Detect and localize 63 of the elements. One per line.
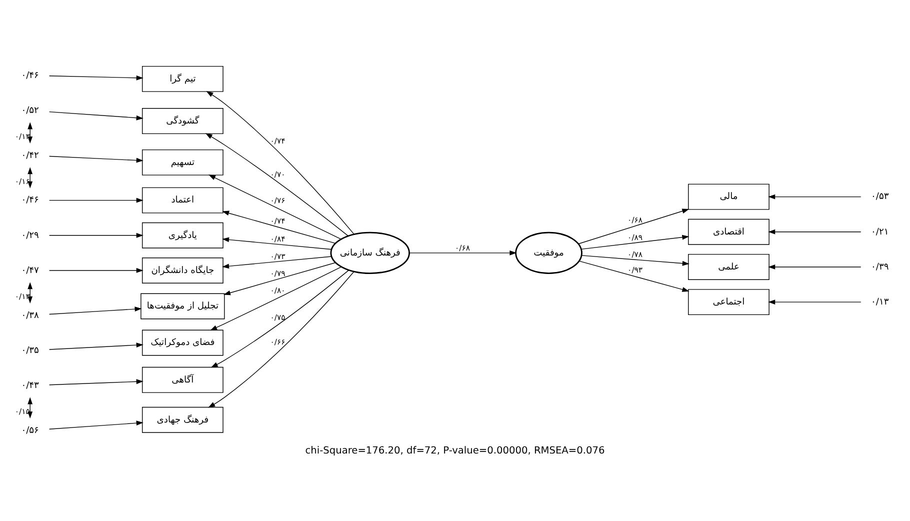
node-box: گشودگی bbox=[142, 108, 224, 134]
node-box: تجلیل از موفقیت‌ها bbox=[140, 292, 225, 319]
arrow bbox=[580, 234, 690, 250]
arrow bbox=[48, 342, 144, 350]
node-box: اجتماعی bbox=[688, 288, 770, 315]
node-box: تسهیم bbox=[142, 148, 224, 175]
node-text: ۰/۲۱ bbox=[871, 226, 889, 237]
caption: chi-Square=176.20, df=72, P-value=0.00000, RMSEA=0.076 bbox=[305, 445, 605, 456]
node-box: فضای دموکراتیک bbox=[142, 329, 224, 356]
node-box: آگاهی bbox=[142, 366, 224, 392]
node-box: علمی bbox=[688, 253, 770, 280]
arrow bbox=[48, 74, 144, 80]
arrow bbox=[48, 155, 144, 162]
arrow bbox=[768, 228, 862, 234]
arrow bbox=[768, 264, 862, 269]
node-box: تیم گرا bbox=[142, 65, 224, 92]
arrow bbox=[578, 260, 690, 292]
arrow bbox=[210, 269, 350, 368]
node-text: ۰/۴۲ bbox=[21, 150, 39, 160]
arrow bbox=[48, 378, 144, 385]
arrow bbox=[768, 299, 862, 304]
node-box: یادگیری bbox=[142, 222, 224, 248]
arrow bbox=[28, 122, 33, 143]
arrow bbox=[48, 306, 142, 314]
node-text: ۰/۳۹ bbox=[871, 262, 889, 272]
arrow bbox=[408, 250, 517, 255]
arrow bbox=[222, 210, 336, 244]
node-box: مالی bbox=[688, 183, 770, 210]
arrow bbox=[222, 236, 332, 250]
node-text: ۰/۵۲ bbox=[21, 105, 39, 116]
node-box: جایگاه دانشگران bbox=[142, 257, 224, 283]
node-text: ۰/۳۵ bbox=[21, 345, 39, 356]
node-ellipse: موفقیت bbox=[515, 231, 582, 274]
node-box: اعتماد bbox=[142, 186, 224, 213]
node-text: ۰/۴۳ bbox=[21, 380, 39, 390]
node-box: فرهنگ جهادی bbox=[142, 406, 224, 432]
arrow bbox=[581, 254, 690, 266]
arrow bbox=[223, 262, 336, 295]
arrow bbox=[48, 420, 144, 429]
node-text: ۰/۴۶ bbox=[21, 195, 39, 206]
arrow bbox=[208, 270, 354, 408]
arrow bbox=[222, 256, 332, 268]
arrow bbox=[28, 166, 33, 188]
arrow bbox=[48, 268, 144, 272]
arrow bbox=[768, 194, 862, 199]
node-text: ۰/۳۸ bbox=[21, 310, 39, 320]
arrow bbox=[578, 208, 690, 244]
arrow bbox=[28, 282, 33, 303]
arrow bbox=[210, 266, 342, 330]
node-text: ۰/۵۳ bbox=[871, 192, 889, 202]
arrow bbox=[205, 132, 349, 236]
arrow bbox=[208, 174, 342, 239]
node-text: ۰/۴۶ bbox=[21, 70, 39, 80]
arrow bbox=[48, 197, 144, 202]
node-text: ۰/۵۶ bbox=[21, 425, 39, 436]
arrow bbox=[206, 90, 354, 234]
arrow bbox=[48, 232, 144, 238]
node-ellipse: فرهنگ سازمانی bbox=[330, 231, 410, 274]
node-text: ۰/۱۳ bbox=[871, 296, 889, 307]
arrow bbox=[48, 110, 144, 120]
node-box: اقتصادی bbox=[688, 218, 770, 244]
node-text: ۰/۲۹ bbox=[21, 230, 39, 240]
node-text: ۰/۴۷ bbox=[21, 265, 39, 276]
